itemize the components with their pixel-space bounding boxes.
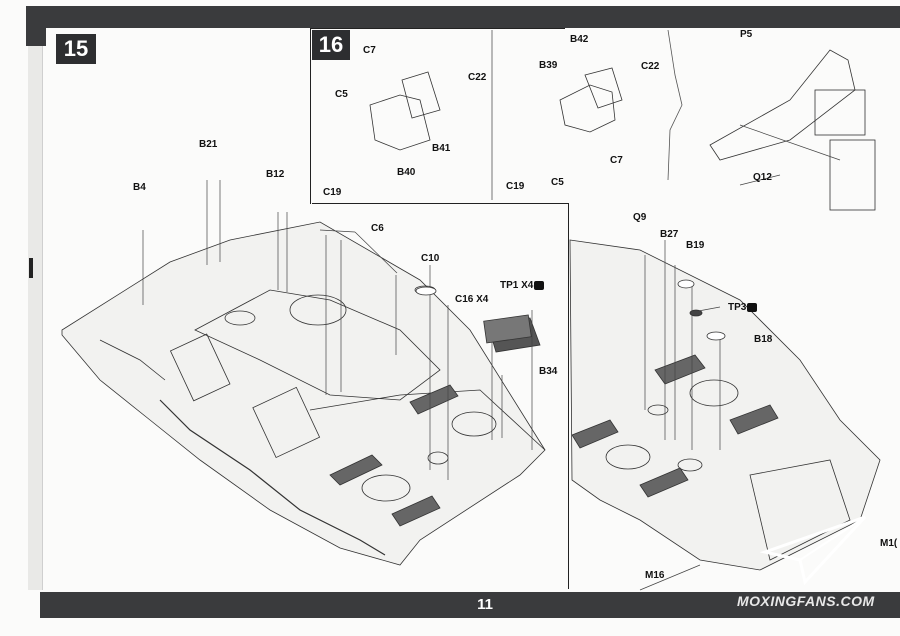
binding-edge xyxy=(28,30,43,590)
part-label-c22-a: C22 xyxy=(468,72,487,83)
part-label-m16: M16 xyxy=(645,570,665,581)
part-label-tp1-text: TP1 X4 xyxy=(500,280,534,291)
part-label-b21: B21 xyxy=(199,139,218,150)
part-label-c19-b: C19 xyxy=(506,181,525,192)
part-label-b41: B41 xyxy=(432,143,451,154)
bottom-bar xyxy=(40,592,900,618)
part-label-tp1: TP1 X4 xyxy=(500,280,545,291)
step-16-badge: 16 xyxy=(312,30,350,60)
cement-icon xyxy=(747,302,758,312)
binding-mark xyxy=(29,258,33,278)
part-label-tp3-text: TP3 xyxy=(728,302,747,313)
step-15-badge: 15 xyxy=(56,34,96,64)
part-label-b42: B42 xyxy=(570,34,589,45)
step-16-frame xyxy=(310,28,565,204)
part-label-b39: B39 xyxy=(539,60,558,71)
part-label-m1-cut: M1( xyxy=(880,538,898,549)
part-label-c22-b: C22 xyxy=(641,61,660,72)
part-label-q12: Q12 xyxy=(753,172,772,183)
part-label-c6: C6 xyxy=(371,223,384,234)
part-label-c19-a: C19 xyxy=(323,187,342,198)
step-16-parts xyxy=(369,49,876,211)
cement-icon xyxy=(534,280,545,290)
part-label-c7-b: C7 xyxy=(610,155,623,166)
part-label-b12: B12 xyxy=(266,169,285,180)
part-label-b4: B4 xyxy=(133,182,146,193)
part-label-c7-a: C7 xyxy=(363,45,376,56)
part-label-c16: C16 X4 xyxy=(455,294,489,305)
part-label-b18: B18 xyxy=(754,334,773,345)
top-bar xyxy=(26,6,900,28)
part-label-c5-a: C5 xyxy=(335,89,348,100)
part-label-c5-b: C5 xyxy=(551,177,564,188)
part-label-b34: B34 xyxy=(539,366,558,377)
paper-plane-logo-icon xyxy=(760,515,867,586)
watermark-text: MOXINGFANS.COM xyxy=(737,593,875,609)
part-label-p5: P5 xyxy=(740,29,753,40)
page-number: 11 xyxy=(477,596,493,613)
hull-drawing-left xyxy=(61,221,546,566)
part-label-q9: Q9 xyxy=(633,212,647,223)
part-label-tp3: TP3 xyxy=(728,302,758,313)
step-15-frame xyxy=(312,203,569,589)
part-label-b40: B40 xyxy=(397,167,416,178)
part-label-c10: C10 xyxy=(421,253,440,264)
part-label-b19: B19 xyxy=(686,240,705,251)
top-bar-corner xyxy=(26,6,46,46)
part-label-b27: B27 xyxy=(660,229,679,240)
hull-drawing-right xyxy=(569,239,881,571)
